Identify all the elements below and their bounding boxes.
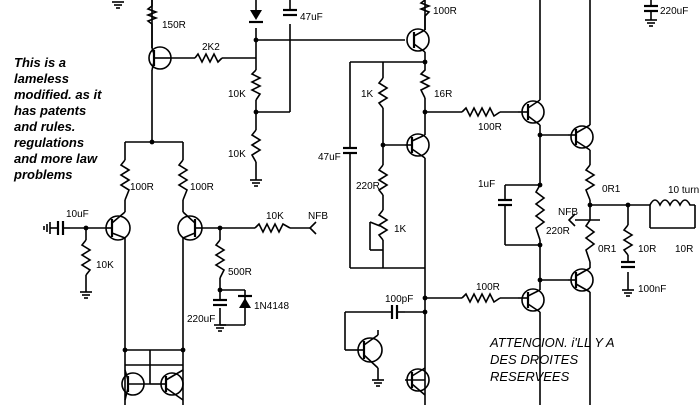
label-220uf-top: 220uF <box>660 6 688 17</box>
left-note-line: This is a <box>14 55 66 70</box>
label-220uf-b: 220uF <box>187 314 215 325</box>
resistor-100r-driver <box>461 106 501 118</box>
nfb-arrow-right <box>567 213 576 227</box>
label-100nf: 100nF <box>638 284 666 295</box>
left-note-line: and more law <box>14 151 98 166</box>
label-10uf: 10uF <box>66 209 89 220</box>
label-0r1-b: 0R1 <box>598 244 617 255</box>
diodes <box>238 10 263 308</box>
transistor-driver-top <box>518 99 545 126</box>
nfb-arrow-left <box>308 221 317 235</box>
label-10k-a: 10K <box>228 89 246 100</box>
left-note-line: has patents <box>14 103 86 118</box>
resistor-100r-top <box>418 0 432 30</box>
cap-47uf-b <box>343 146 357 162</box>
resistor-10r-a <box>622 224 634 256</box>
label-1k-pot: 1K <box>394 224 407 235</box>
left-note-line: lameless <box>14 71 69 86</box>
label-1uf: 1uF <box>478 179 495 190</box>
transistor-output-top <box>568 124 594 151</box>
transistor-vas <box>355 334 383 369</box>
label-220r-b: 220R <box>546 226 570 237</box>
right-note-line: ATTENCION. i'LL Y A <box>489 335 615 350</box>
cap-220uf-b <box>213 298 227 307</box>
label-47uf-b: 47uF <box>318 152 341 163</box>
cap-47uf-top <box>283 8 297 17</box>
label-47uf: 47uF <box>300 12 323 23</box>
right-note-line: RESERVEES <box>490 369 570 384</box>
resistor-100r-left <box>119 159 131 201</box>
cap-10uf <box>56 221 70 235</box>
resistor-100r-right <box>177 159 189 201</box>
label-2k2: 2K2 <box>202 42 220 53</box>
label-nfb-b: NFB <box>558 207 578 218</box>
label-0r1-a: 0R1 <box>602 184 621 195</box>
label-10r-b: 10R <box>675 244 693 255</box>
resistor-10k-a <box>250 69 262 101</box>
left-note-line: regulations <box>14 135 84 150</box>
transistor-output-bottom <box>568 267 594 293</box>
left-note: This is a lameless modified. as it has p… <box>13 55 102 182</box>
inductor-10turn <box>649 199 695 207</box>
resistors <box>80 0 634 304</box>
resistor-1k-a <box>377 77 389 109</box>
transistor-bottom-right <box>406 367 430 396</box>
label-100r-left: 100R <box>130 182 154 193</box>
label-nfb-a: NFB <box>308 211 328 222</box>
resistor-220r-b <box>534 184 546 241</box>
left-note-line: problems <box>13 167 73 182</box>
label-500r: 500R <box>228 267 252 278</box>
label-1k-a: 1K <box>361 89 374 100</box>
label-100r-low: 100R <box>476 282 500 293</box>
transistor-input-left <box>105 211 131 241</box>
resistor-150r <box>145 0 159 48</box>
label-100r-top: 100R <box>433 6 457 17</box>
label-150r: 150R <box>162 20 186 31</box>
resistor-10k-b <box>250 129 262 163</box>
transistor-q2 <box>406 28 430 53</box>
label-16r: 16R <box>434 89 452 100</box>
transistor-input-right <box>177 211 203 241</box>
transistor-q3 <box>405 133 430 159</box>
resistor-0r1-a <box>584 164 596 201</box>
resistor-0r1-b <box>584 219 596 263</box>
transistors <box>105 28 594 401</box>
component-labels: 150R 2K2 47uF 100R 220uF 10K 10K 1K 16R … <box>66 6 699 325</box>
resistor-100r-low <box>461 292 501 304</box>
label-220r-a: 220R <box>356 181 380 192</box>
cap-1uf <box>498 198 512 215</box>
right-note-line: DES DROITES <box>490 352 578 367</box>
left-note-line: modified. as it <box>14 87 102 102</box>
transistor-mirror-right <box>158 369 184 401</box>
label-10turn: 10 turn <box>668 185 699 196</box>
cap-100nf <box>621 260 635 269</box>
resistor-1k-pot <box>377 209 389 241</box>
label-1n4148: 1N4148 <box>254 301 289 312</box>
label-100r-right: 100R <box>190 182 214 193</box>
resistor-10k-nfb <box>254 222 291 234</box>
transistor-q1 <box>148 46 172 71</box>
label-100pf: 100pF <box>385 294 413 305</box>
resistor-220r-a <box>377 164 389 196</box>
resistor-10k-input <box>80 239 92 276</box>
label-10k-input: 10K <box>96 260 114 271</box>
transistor-driver-bottom <box>518 288 545 313</box>
transistor-mirror-left <box>121 369 150 401</box>
label-10k-b: 10K <box>228 149 246 160</box>
cap-220uf-top <box>644 0 658 20</box>
right-note: ATTENCION. i'LL Y A DES DROITES RESERVEE… <box>489 335 615 384</box>
resistor-2k2 <box>194 52 223 64</box>
label-10r-a: 10R <box>638 244 656 255</box>
junction-dots <box>83 37 631 353</box>
capacitors <box>56 0 658 319</box>
cap-100pf <box>390 305 405 319</box>
resistor-500r <box>214 239 226 279</box>
resistor-16r <box>419 62 431 99</box>
label-10k-nfb: 10K <box>266 211 284 222</box>
left-note-line: and rules. <box>14 119 75 134</box>
label-100r-driver: 100R <box>478 122 502 133</box>
